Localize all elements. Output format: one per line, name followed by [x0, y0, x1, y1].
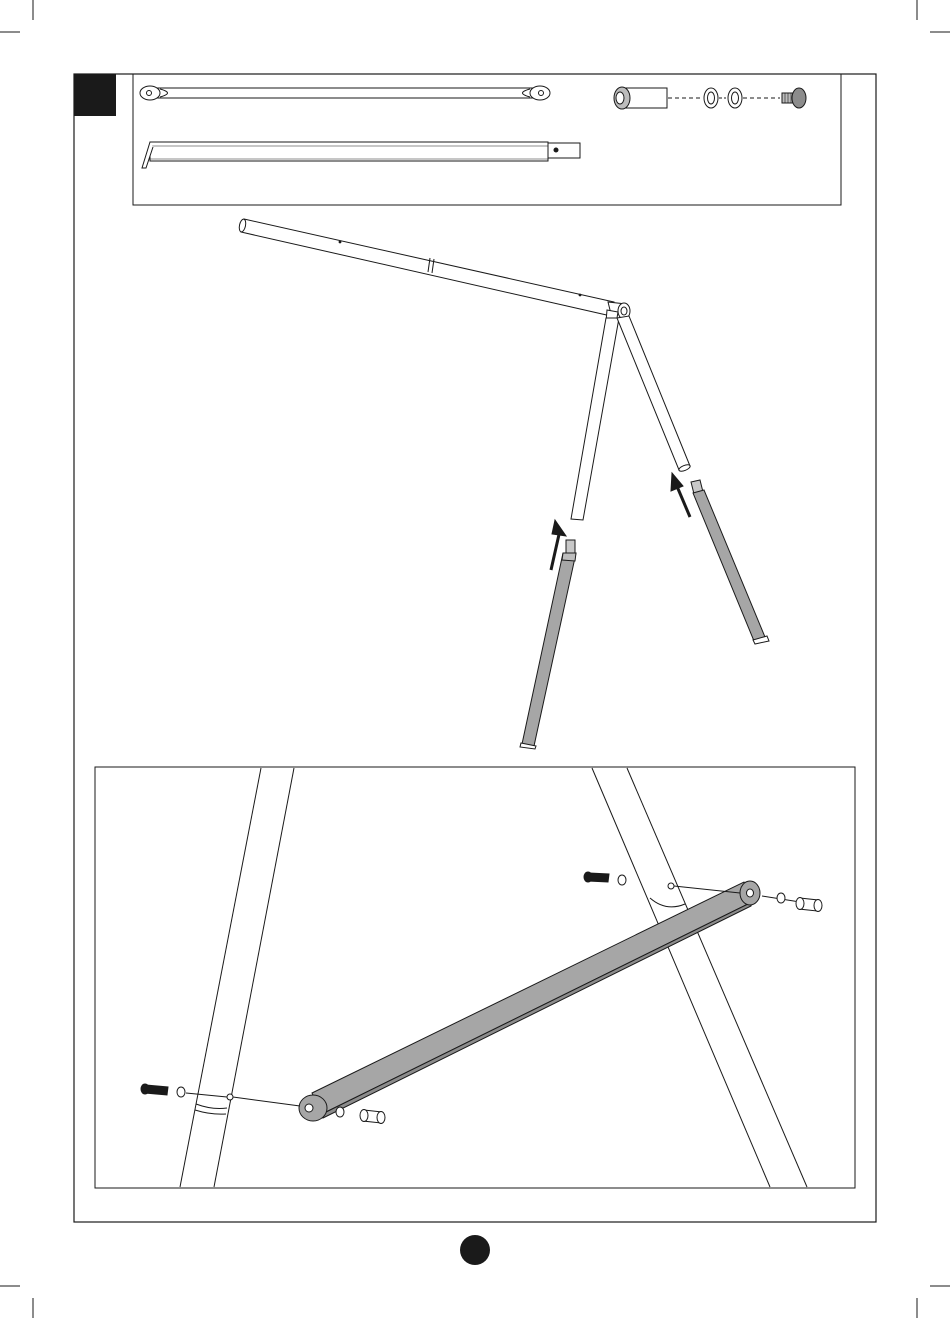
lower-leg-left: [520, 540, 576, 749]
part-leg-tube: [142, 142, 580, 168]
step-badge: [74, 74, 116, 116]
lower-leg-right: [691, 480, 769, 644]
detail-panel: [95, 767, 855, 1188]
arrow-up-icon: [671, 473, 690, 517]
top-beam: [238, 219, 614, 316]
upper-leg-right: [617, 316, 691, 473]
detail-leg-right: [592, 768, 807, 1187]
step-frame: [74, 74, 876, 1222]
upper-leg-left: [571, 318, 619, 520]
part-cross-brace: [140, 86, 550, 100]
part-bolt-nut-kit: [614, 87, 806, 109]
detail-leg-left: [180, 768, 294, 1187]
page-number-badge: [460, 1235, 490, 1265]
